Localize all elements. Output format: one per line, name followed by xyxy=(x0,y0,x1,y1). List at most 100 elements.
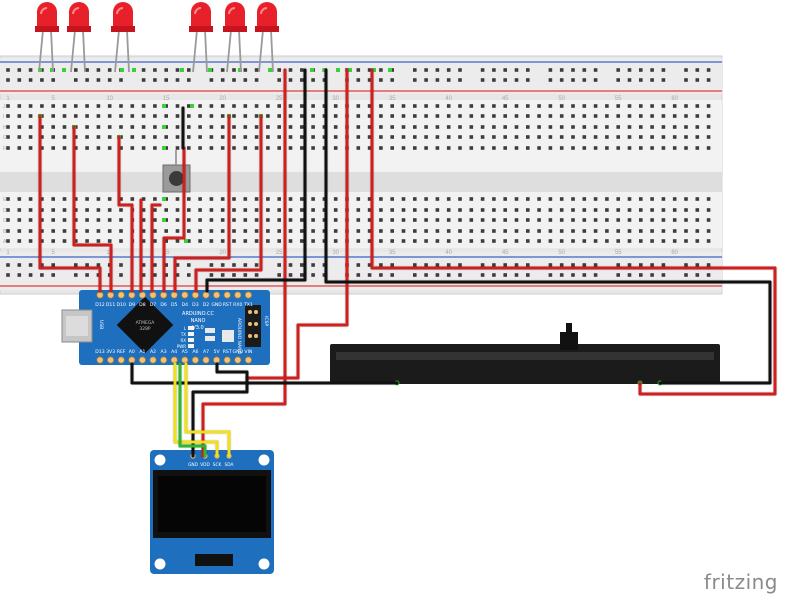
red-led xyxy=(111,2,135,73)
nano-pin-label: D9 xyxy=(129,302,136,308)
red-wire xyxy=(370,68,777,396)
icsp-label: ICSP xyxy=(263,316,269,326)
row-label: G xyxy=(3,135,7,141)
row-label: J xyxy=(3,104,6,110)
nano-pin-label: D4 xyxy=(182,302,189,308)
column-label: 50 xyxy=(558,96,565,102)
oled-pin-label: GND xyxy=(188,462,199,468)
nano-pin-label: RST xyxy=(223,349,232,355)
nano-pin-label: D8 xyxy=(139,302,146,308)
nano-pin xyxy=(160,356,168,364)
nano-pin-label: A4 xyxy=(171,349,177,355)
column-label: 50 xyxy=(558,250,565,256)
nano-pin-label: REF xyxy=(117,349,126,355)
usb-label: USB xyxy=(98,320,104,329)
red-wire xyxy=(173,114,231,293)
column-label: 5 xyxy=(52,250,56,256)
slide-potentiometer xyxy=(330,323,720,386)
red-wire xyxy=(194,114,263,293)
oled-pin-label: SCK xyxy=(213,462,222,468)
column-label: 35 xyxy=(389,96,396,102)
nano-pin xyxy=(244,356,252,364)
nano-pin-label: A0 xyxy=(129,349,135,355)
nano-pin-label: D13 xyxy=(95,349,104,355)
row-label: D xyxy=(3,208,7,214)
nano-pin xyxy=(223,356,231,364)
led-group xyxy=(35,2,279,73)
board-led-label: L xyxy=(184,326,187,331)
nano-pin xyxy=(234,356,242,364)
column-label: 10 xyxy=(106,96,113,102)
nano-pin-label: D7 xyxy=(150,302,157,308)
nano-pin xyxy=(213,291,221,299)
row-label: B xyxy=(3,229,7,235)
nano-pin-label: D10 xyxy=(117,302,126,308)
yellow-wire xyxy=(184,362,231,458)
red-led xyxy=(223,2,247,73)
column-label: 55 xyxy=(615,250,622,256)
board-led xyxy=(188,344,194,348)
row-label: E xyxy=(3,197,7,203)
black-wire xyxy=(324,68,772,385)
breadboard: 1155101015152020252530303535404045455050… xyxy=(0,55,723,295)
yellow-wire xyxy=(173,362,219,458)
wires xyxy=(37,67,778,459)
column-label: 30 xyxy=(332,96,339,102)
column-label: 20 xyxy=(219,96,226,102)
column-label: 1 xyxy=(6,250,10,256)
oled-pin-label: SDA xyxy=(225,462,234,468)
row-label: A xyxy=(3,239,7,245)
nano-pin xyxy=(149,356,157,364)
red-wire xyxy=(245,68,349,380)
nano-pin xyxy=(96,356,104,364)
column-label: 20 xyxy=(219,250,226,256)
oled-pin-label: VDD xyxy=(200,462,210,468)
nano-pin xyxy=(223,291,231,299)
row-label: F xyxy=(3,146,6,152)
row-label: I xyxy=(3,114,4,120)
chip-label: ATMEGA xyxy=(136,320,156,326)
column-label: 40 xyxy=(445,96,452,102)
nano-pin xyxy=(117,356,125,364)
nano-pin-label: GND xyxy=(211,302,222,308)
nano-pin xyxy=(234,291,242,299)
column-label: 25 xyxy=(276,96,283,102)
chip-label: 328P xyxy=(139,326,151,332)
nano-pin-label: RST xyxy=(223,302,232,308)
board-label: NANO xyxy=(191,318,206,324)
black-wire xyxy=(130,362,399,385)
board-led-label: PWR xyxy=(177,344,186,349)
fritzing-logo-text: fritzing xyxy=(703,570,778,594)
red-wire xyxy=(72,125,113,293)
board-led xyxy=(188,338,194,342)
red-wire xyxy=(162,146,186,293)
column-label: 40 xyxy=(445,250,452,256)
red-wire xyxy=(201,68,287,458)
board-led-label: RX xyxy=(180,338,186,343)
column-label: 15 xyxy=(163,96,170,102)
nano-pin-label: A3 xyxy=(161,349,167,355)
row-label: C xyxy=(3,218,7,224)
green-wire xyxy=(178,362,207,458)
column-label: 45 xyxy=(502,250,509,256)
column-label: 55 xyxy=(615,96,622,102)
nano-pin-label: GND xyxy=(233,349,244,355)
nano-pin-label: A5 xyxy=(182,349,188,355)
nano-pin-label: 5V xyxy=(214,349,221,355)
nano-pin-label: TX1 xyxy=(243,302,253,308)
column-label: 45 xyxy=(502,96,509,102)
nano-pin-label: D2 xyxy=(203,302,210,308)
board-label: V3.0 xyxy=(192,325,203,331)
nano-pin-label: VIN xyxy=(244,349,252,355)
nano-pin-label: RX0 xyxy=(233,302,242,308)
nano-side-label: ARDUINO NANO xyxy=(236,318,242,354)
red-led xyxy=(189,2,213,73)
nano-pin xyxy=(181,291,189,299)
nano-pin-label: A6 xyxy=(192,349,198,355)
board-led xyxy=(188,326,194,330)
